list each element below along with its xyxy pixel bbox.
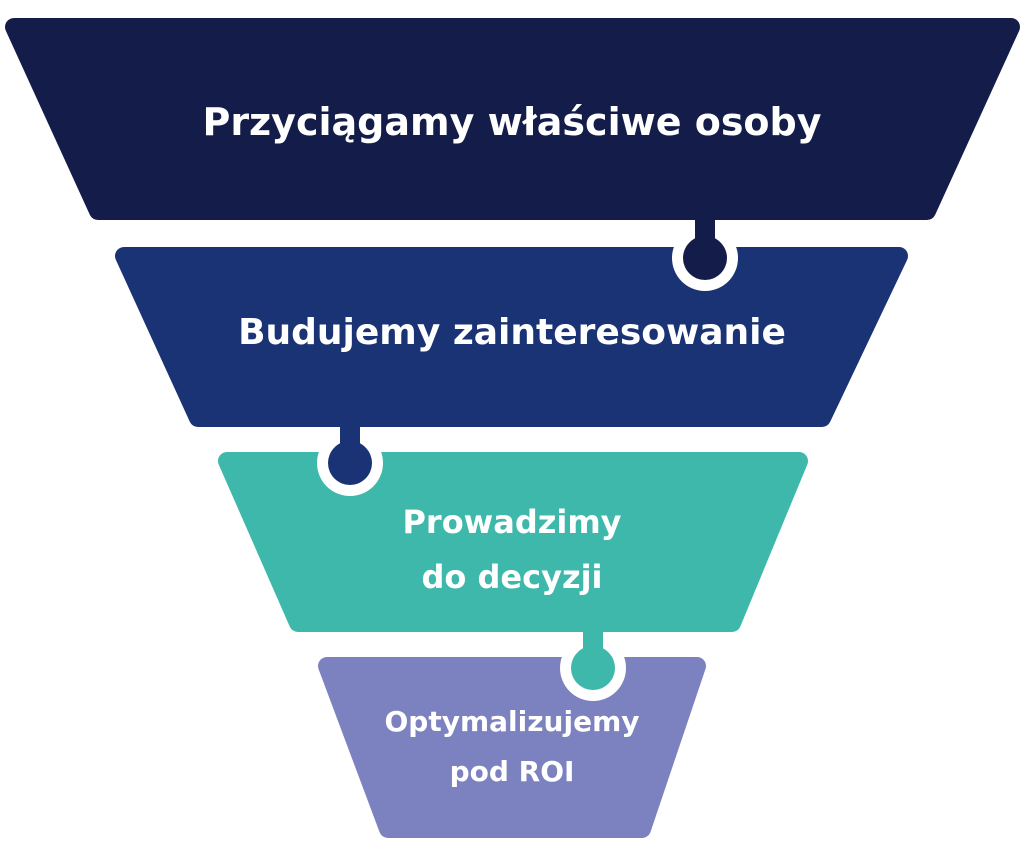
- stage-1-tab: [683, 236, 727, 280]
- stage-2-label: Budujemy zainteresowanie: [238, 312, 786, 353]
- stage-3-label-line2: do decyzji: [421, 558, 603, 596]
- funnel-stage-2: [115, 247, 908, 427]
- stage-4-label-line1: Optymalizujemy: [384, 705, 640, 738]
- funnel-stage-1: [5, 18, 1020, 220]
- stage-4-label-line2: pod ROI: [449, 755, 575, 788]
- stage-1-label: Przyciągamy właściwe osoby: [202, 100, 822, 144]
- funnel-stage-3: [218, 452, 808, 632]
- funnel-stage-4: [318, 657, 706, 838]
- stage-2-tab: [328, 441, 372, 485]
- stage-3-tab: [571, 646, 615, 690]
- stage-3-label-line1: Prowadzimy: [402, 503, 622, 541]
